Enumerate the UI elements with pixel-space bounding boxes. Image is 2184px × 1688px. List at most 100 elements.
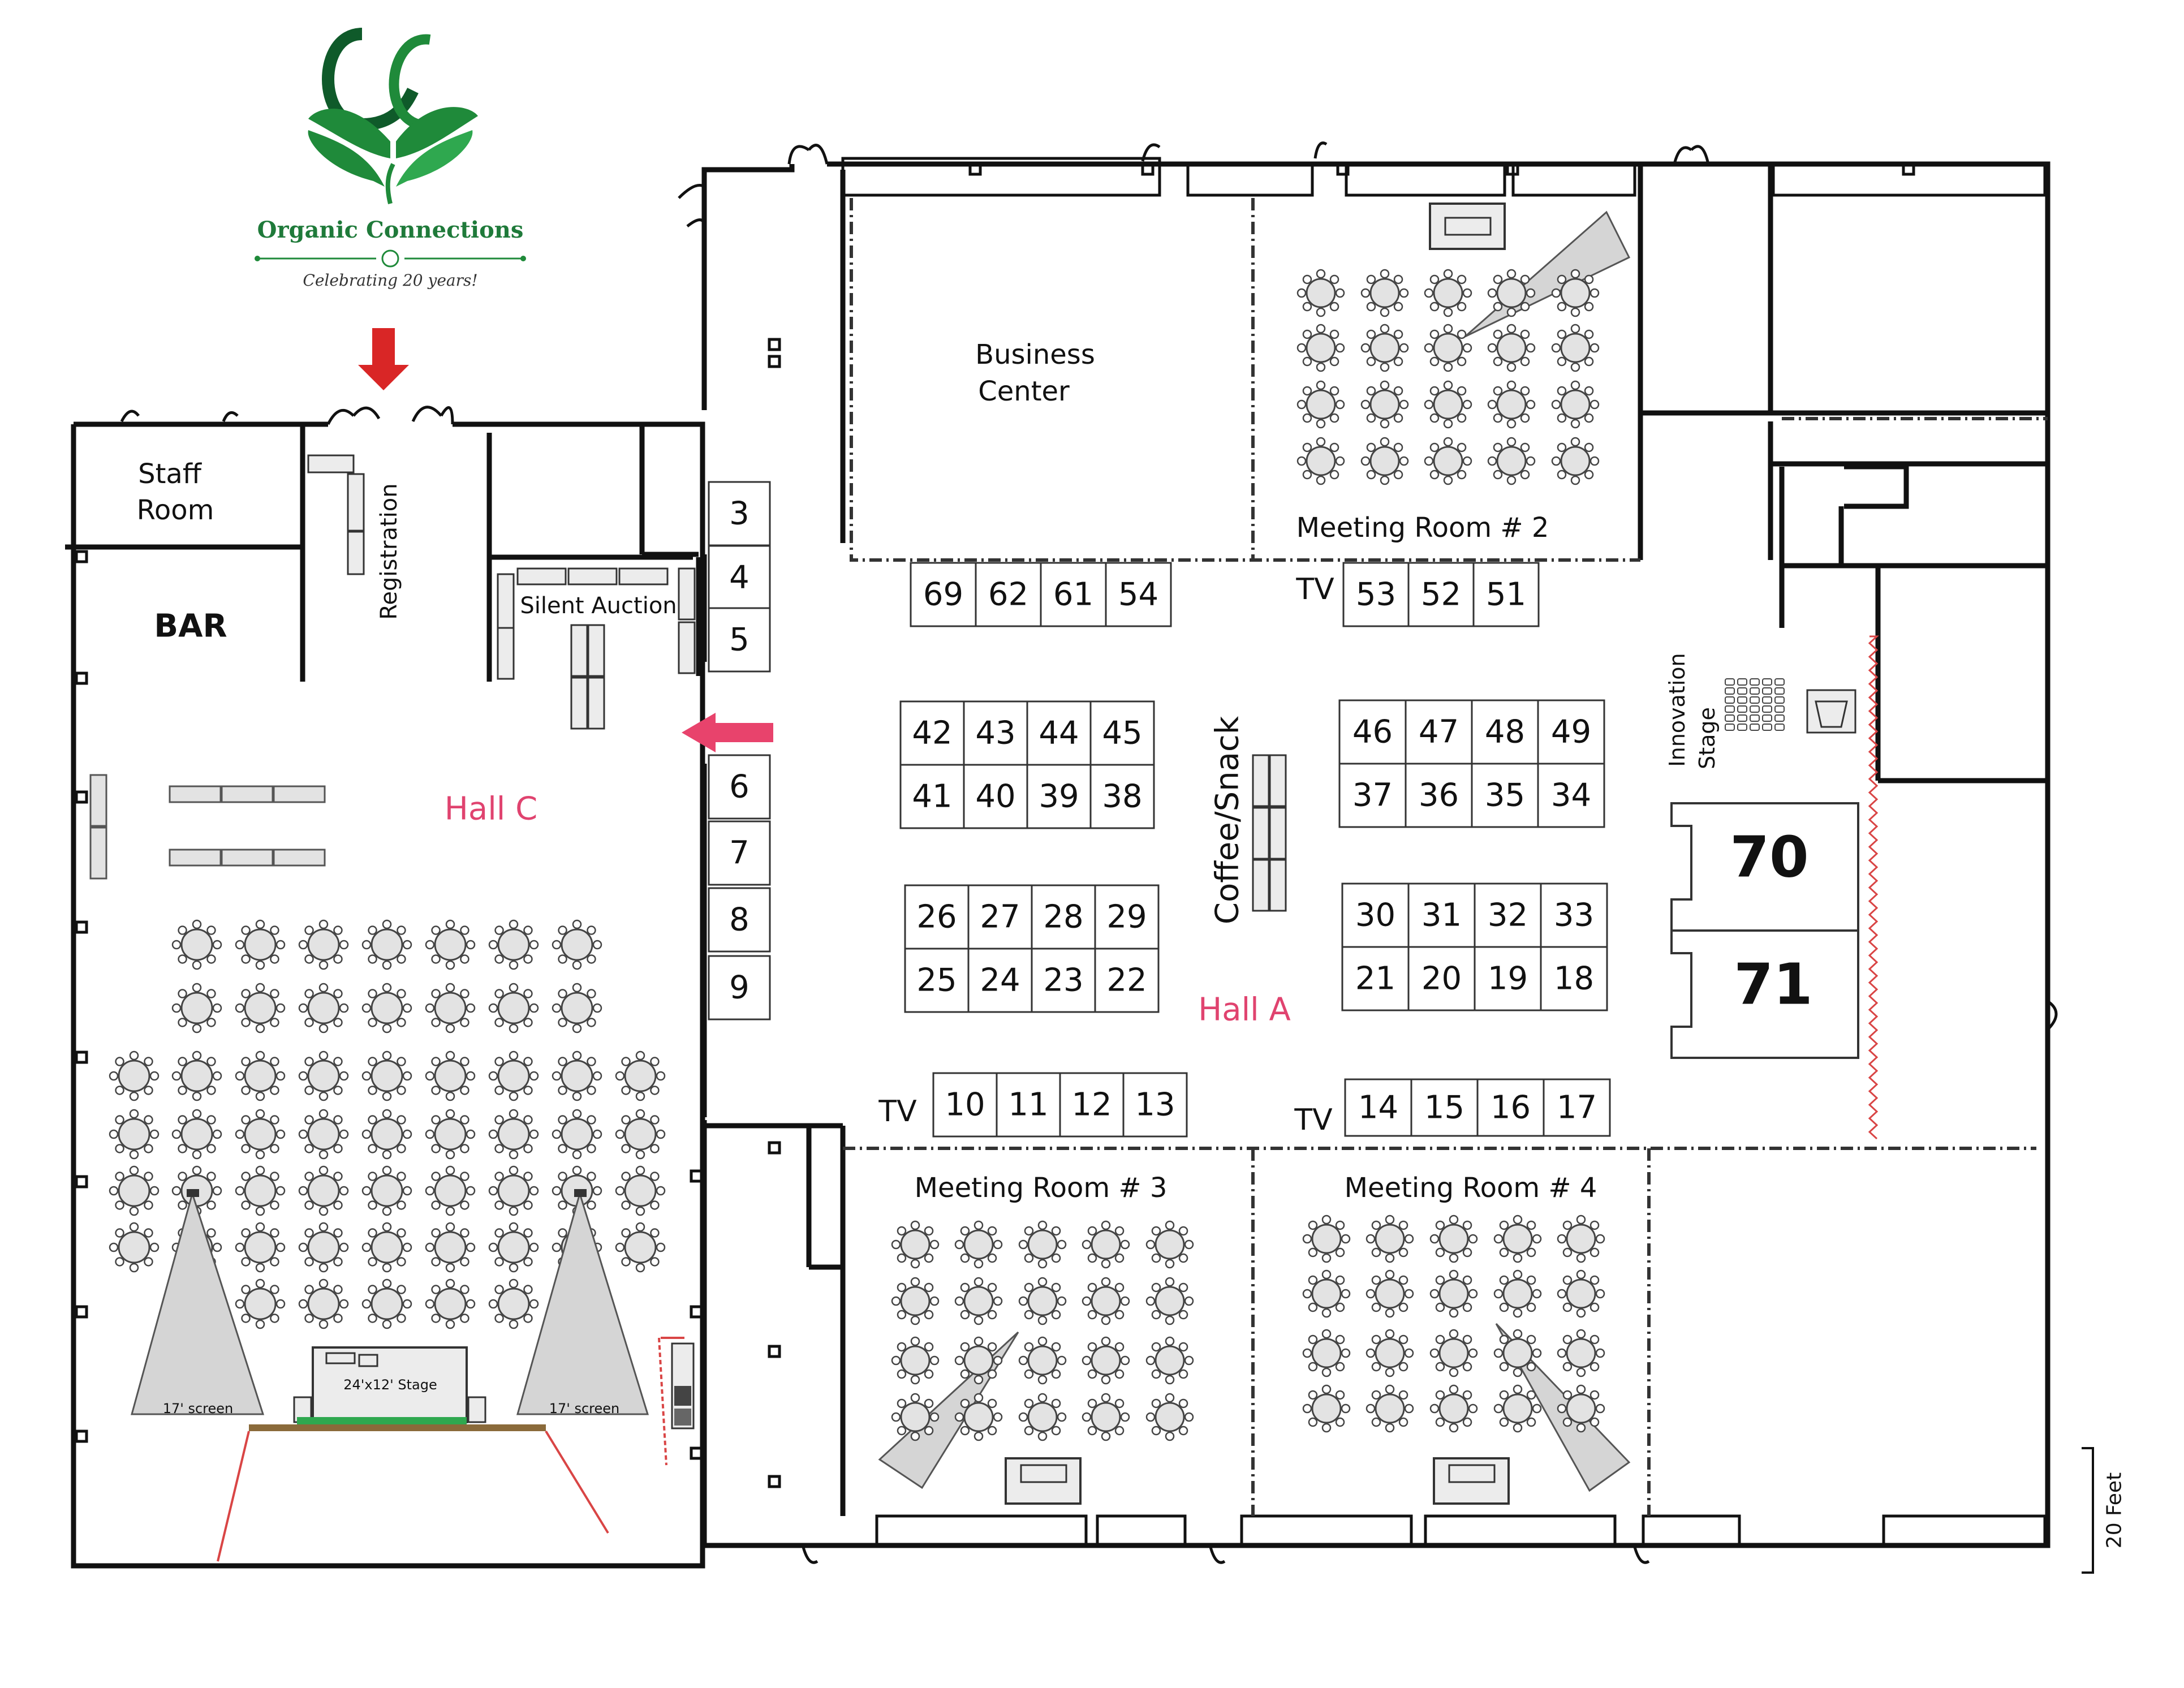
booth-43[interactable]: 43 (963, 700, 1028, 766)
booth-4[interactable]: 4 (708, 545, 771, 610)
booth-36[interactable]: 36 (1405, 763, 1473, 828)
booth-26[interactable]: 26 (904, 884, 970, 950)
booth-53[interactable]: 53 (1342, 562, 1410, 627)
meeting-room-4-label: Meeting Room # 4 (1345, 1172, 1597, 1204)
booth-31[interactable]: 31 (1407, 882, 1476, 948)
booth-71[interactable]: 71 (1670, 929, 1859, 1059)
round-table (235, 1109, 286, 1160)
booth-18[interactable]: 18 (1540, 946, 1608, 1011)
booth-label: 9 (729, 970, 749, 1006)
booth-42[interactable]: 42 (899, 700, 965, 766)
booth-label: 18 (1554, 961, 1594, 997)
hall-c-buffet-tables (89, 774, 326, 880)
scale-bar: 20 Feet (2082, 1447, 2126, 1574)
round-table (361, 1278, 412, 1329)
booth-61[interactable]: 61 (1040, 562, 1107, 627)
booth-19[interactable]: 19 (1474, 946, 1542, 1011)
booth-16[interactable]: 16 (1476, 1078, 1545, 1137)
booth-27[interactable]: 27 (967, 884, 1033, 950)
booth-label: 29 (1106, 899, 1147, 936)
booth-12[interactable]: 12 (1059, 1072, 1125, 1138)
booth-45[interactable]: 45 (1089, 700, 1155, 766)
round-table (891, 1393, 940, 1441)
round-table (1082, 1336, 1130, 1385)
booth-label: 32 (1488, 897, 1528, 934)
booth-13[interactable]: 13 (1122, 1072, 1188, 1138)
booth-label: 30 (1355, 897, 1395, 934)
round-table (298, 1278, 349, 1329)
booth-24[interactable]: 24 (967, 948, 1033, 1013)
booth-44[interactable]: 44 (1026, 700, 1092, 766)
round-table (488, 1165, 539, 1216)
booth-34[interactable]: 34 (1537, 763, 1605, 828)
booth-6[interactable]: 6 (708, 754, 771, 820)
booth-70[interactable]: 70 (1670, 802, 1859, 932)
booth-35[interactable]: 35 (1471, 763, 1539, 828)
tv-label-bottom-right: TV (1294, 1103, 1333, 1137)
booth-14[interactable]: 14 (1344, 1078, 1412, 1137)
round-table (1557, 1215, 1605, 1263)
booth-54[interactable]: 54 (1105, 562, 1172, 627)
round-table (361, 1165, 412, 1216)
booth-7[interactable]: 7 (708, 820, 771, 886)
round-table (425, 919, 476, 970)
booth-15[interactable]: 15 (1410, 1078, 1479, 1137)
booth-41[interactable]: 41 (899, 764, 965, 829)
round-table (1487, 437, 1536, 485)
booth-20[interactable]: 20 (1407, 946, 1476, 1011)
business-center-label-2: Center (978, 376, 1070, 407)
booth-25[interactable]: 25 (904, 948, 970, 1013)
hall-c-screens: 17' screen 17' screen (131, 1189, 649, 1416)
tv-label-top: TV (1295, 572, 1334, 606)
booth-33[interactable]: 33 (1540, 882, 1608, 948)
meeting-room-3-podium (1005, 1457, 1082, 1505)
silent-auction-tables (497, 567, 696, 730)
booth-39[interactable]: 39 (1026, 764, 1092, 829)
booth-5[interactable]: 5 (708, 607, 771, 673)
booth-52[interactable]: 52 (1407, 562, 1475, 627)
round-table (425, 1222, 476, 1273)
round-table (1302, 1384, 1351, 1433)
booth-47[interactable]: 47 (1405, 699, 1473, 765)
booth-37[interactable]: 37 (1338, 763, 1407, 828)
booth-label: 4 (729, 559, 749, 596)
round-table (1145, 1336, 1194, 1385)
booth-21[interactable]: 21 (1341, 946, 1410, 1011)
booth-10[interactable]: 10 (932, 1072, 998, 1138)
booth-label: 21 (1355, 961, 1395, 997)
booth-71-label: 71 (1734, 951, 1812, 1018)
booth-11[interactable]: 11 (996, 1072, 1061, 1138)
round-table (1493, 1269, 1542, 1318)
round-table (298, 1109, 349, 1160)
booth-48[interactable]: 48 (1471, 699, 1539, 765)
booth-38[interactable]: 38 (1089, 764, 1155, 829)
door-swings-hall-a (678, 141, 2058, 1564)
booth-30[interactable]: 30 (1341, 882, 1410, 948)
booth-22[interactable]: 22 (1094, 948, 1160, 1013)
booth-69[interactable]: 69 (910, 562, 977, 627)
booth-46[interactable]: 46 (1338, 699, 1407, 765)
booth-label: 48 (1485, 714, 1525, 751)
round-table (1296, 437, 1345, 485)
booth-29[interactable]: 29 (1094, 884, 1160, 950)
booth-28[interactable]: 28 (1031, 884, 1096, 950)
booth-40[interactable]: 40 (963, 764, 1028, 829)
round-table (1551, 380, 1600, 429)
booth-17[interactable]: 17 (1543, 1078, 1611, 1137)
booth-label: 25 (916, 962, 957, 999)
booth-label: 13 (1135, 1087, 1175, 1123)
booth-label: 35 (1485, 777, 1525, 814)
booth-62[interactable]: 62 (975, 562, 1042, 627)
round-table (615, 1165, 666, 1216)
booth-3[interactable]: 3 (708, 481, 771, 546)
round-table (235, 1278, 286, 1329)
round-table (1424, 437, 1472, 485)
booth-8[interactable]: 8 (708, 887, 771, 953)
booth-23[interactable]: 23 (1031, 948, 1096, 1013)
booth-9[interactable]: 9 (708, 955, 771, 1020)
round-table (1302, 1329, 1351, 1377)
booth-32[interactable]: 32 (1474, 882, 1542, 948)
booth-49[interactable]: 49 (1537, 699, 1605, 765)
round-table (361, 1050, 412, 1101)
booth-51[interactable]: 51 (1472, 562, 1540, 627)
